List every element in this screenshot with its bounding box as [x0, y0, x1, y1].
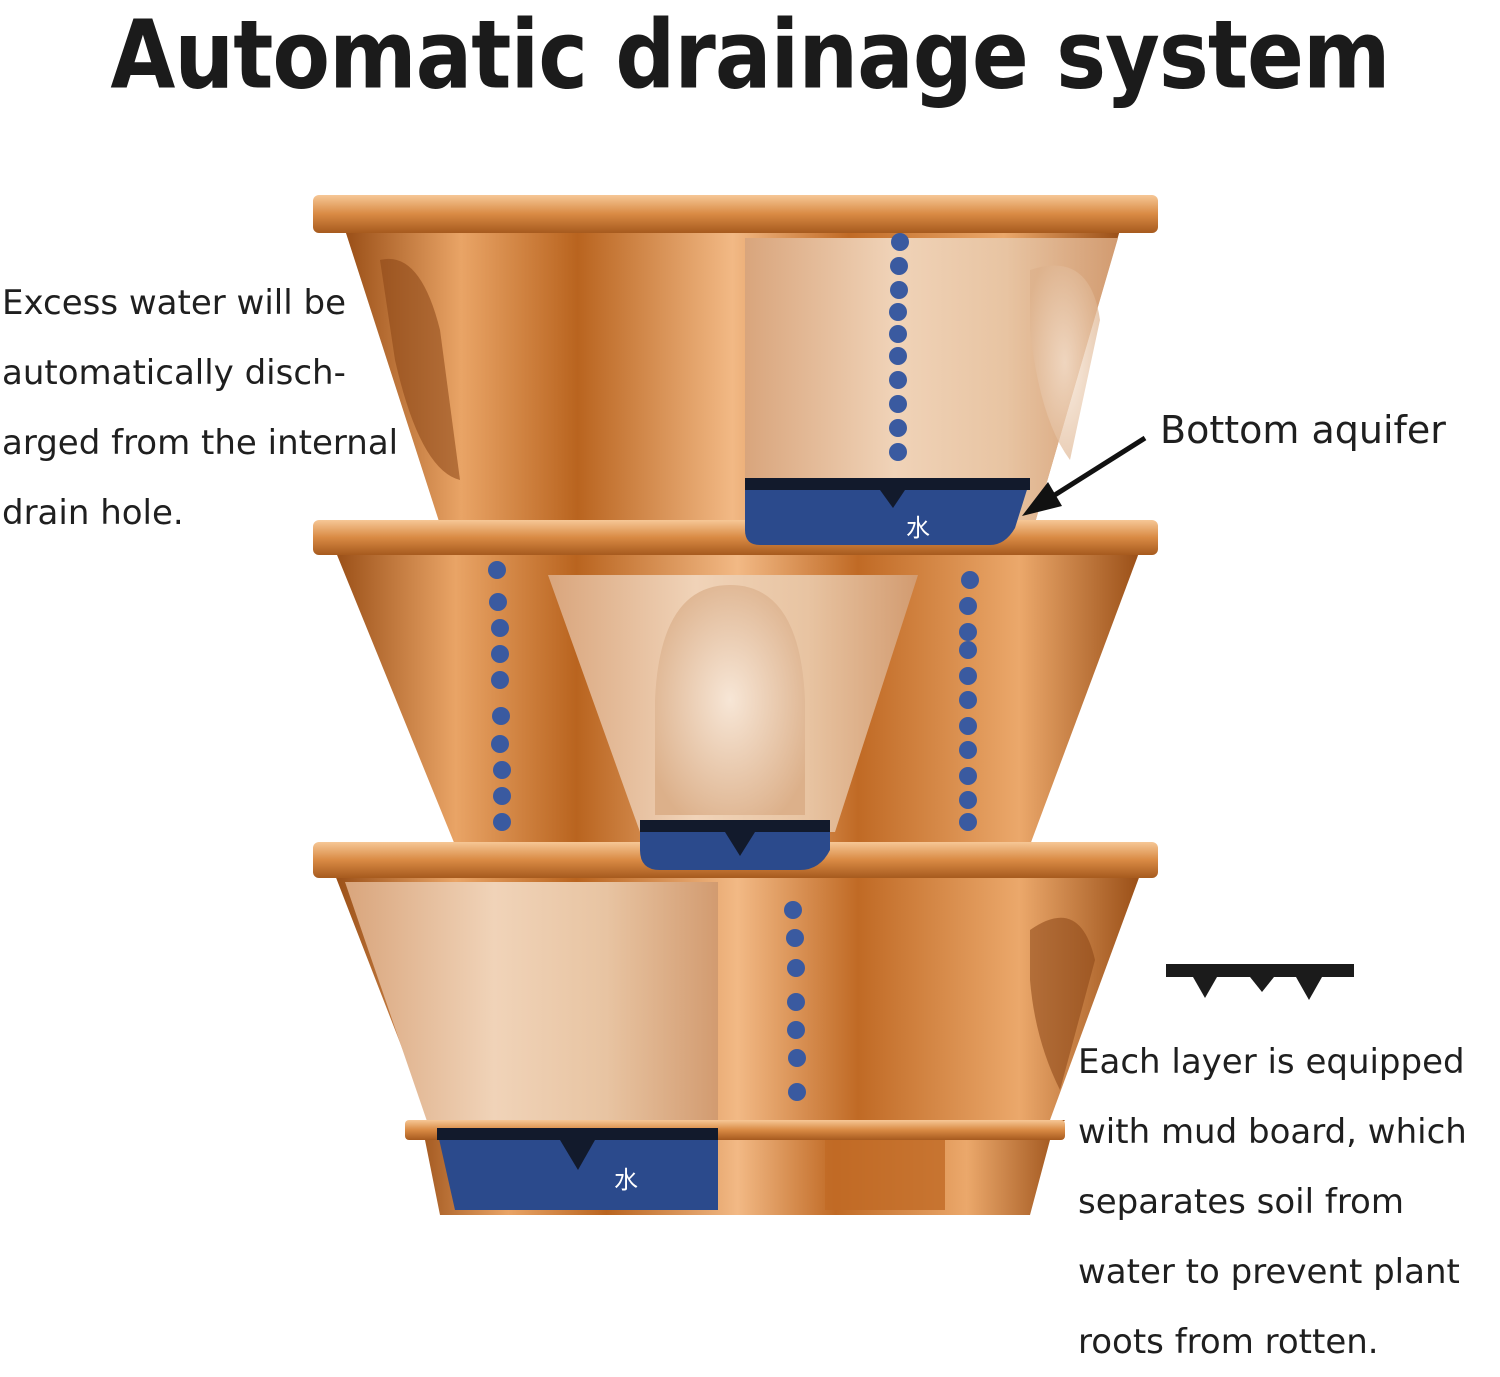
water-glyph-top: 水: [906, 514, 930, 542]
mud-board-symbol: [1166, 964, 1354, 1000]
callout-line: automatically disch-: [2, 353, 346, 393]
water-glyph-bottom: 水: [614, 1166, 638, 1194]
page-title: Automatic drainage system: [110, 0, 1390, 110]
callout-line: water to prevent plant: [1078, 1252, 1460, 1292]
callout-line: with mud board, which: [1078, 1112, 1467, 1152]
callout-line: arged from the internal: [2, 423, 399, 463]
drip-path-bottom: [784, 901, 806, 1101]
drip-path-middle-right: [959, 571, 979, 831]
water-reservoir-top: [745, 478, 1030, 545]
pot-bottom-tier: [313, 842, 1158, 1215]
pot-top-tier: [313, 195, 1158, 540]
bottom-aquifer-label: Bottom aquifer: [1160, 408, 1446, 452]
drip-path-middle-left: [488, 561, 511, 831]
pot-middle-tier: [313, 520, 1158, 845]
aquifer-arrow: [1022, 435, 1147, 516]
callout-line: roots from rotten.: [1078, 1322, 1379, 1362]
callout-line: Each layer is equipped: [1078, 1042, 1465, 1082]
excess-water-callout: Excess water will be automatically disch…: [2, 268, 398, 548]
callout-line: Excess water will be: [2, 283, 346, 323]
water-reservoir-bottom: [437, 1128, 718, 1210]
callout-line: separates soil from: [1078, 1182, 1404, 1222]
mud-board-callout: Each layer is equipped with mud board, w…: [1078, 1027, 1467, 1377]
water-reservoir-middle: [640, 820, 830, 870]
callout-line: drain hole.: [2, 493, 184, 533]
drip-path-top: [889, 233, 909, 461]
